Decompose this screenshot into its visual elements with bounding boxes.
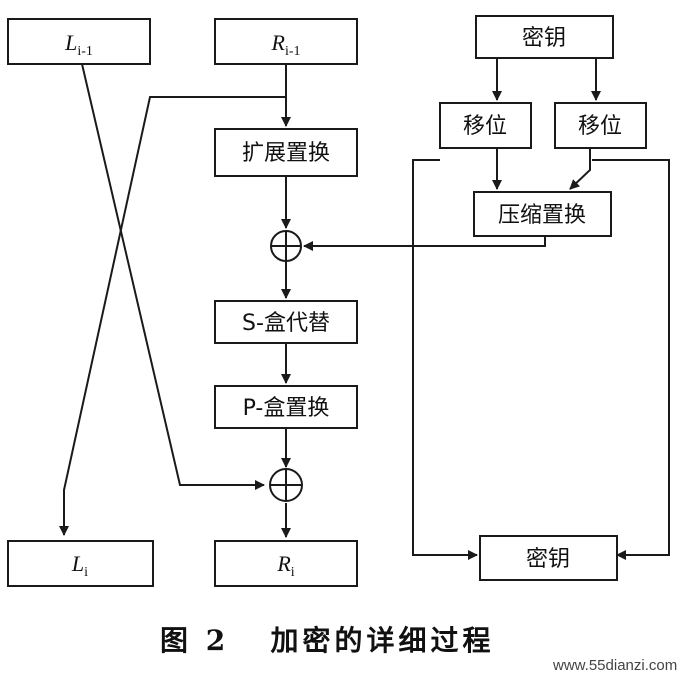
expansion-box: 扩展置换: [214, 128, 358, 177]
key-top-box: 密钥: [475, 15, 614, 59]
key-top-label: 密钥: [522, 26, 566, 51]
svg-text:Li: Li: [71, 551, 88, 580]
svg-text:Li-1: Li-1: [64, 30, 93, 59]
l-prev-to-xor2-line: [81, 63, 265, 490]
l-prev-box: Li-1: [7, 18, 151, 65]
r-prev-to-l-out-line: [59, 96, 286, 536]
sbox-label: S-盒代替: [242, 311, 330, 336]
xor-operator-1: [270, 230, 302, 262]
r-prev-box: Ri-1: [214, 18, 358, 65]
r-out-sub: i: [291, 565, 295, 580]
compression-box: 压缩置换: [473, 191, 612, 237]
watermark: www.55dianzi.com: [552, 657, 677, 674]
svg-text:Ri-1: Ri-1: [270, 30, 300, 59]
l-prev-sub: i-1: [77, 44, 93, 59]
key-bottom-label: 密钥: [526, 547, 570, 572]
svg-text:Ri: Ri: [276, 551, 294, 580]
expansion-label: 扩展置换: [242, 141, 330, 166]
r-prev-base: R: [270, 30, 285, 55]
xor-operator-2: [269, 468, 303, 502]
figure-caption: 图 2 加密的详细过程: [160, 624, 494, 657]
l-out-base: L: [71, 551, 84, 576]
shift-right-box: 移位: [554, 102, 647, 149]
shift-left-box: 移位: [439, 102, 532, 149]
shift-left-label: 移位: [463, 114, 507, 139]
sbox-box: S-盒代替: [214, 300, 358, 344]
shift-right-label: 移位: [578, 114, 622, 139]
l-prev-base: L: [64, 30, 77, 55]
l-out-box: Li: [7, 540, 154, 587]
key-bottom-box: 密钥: [479, 535, 618, 581]
r-out-box: Ri: [214, 540, 358, 587]
pbox-label: P-盒置换: [243, 396, 330, 421]
shift-right-to-compression-line: [569, 148, 591, 190]
compression-label: 压缩置换: [498, 203, 586, 228]
r-out-base: R: [276, 551, 291, 576]
shift-left-to-key-bottom-line: [412, 159, 478, 560]
shift-right-to-key-bottom-line: [592, 159, 670, 560]
pbox-box: P-盒置换: [214, 385, 358, 429]
l-out-sub: i: [84, 565, 88, 580]
compression-to-xor1-line: [303, 236, 546, 251]
r-prev-sub: i-1: [285, 44, 301, 59]
